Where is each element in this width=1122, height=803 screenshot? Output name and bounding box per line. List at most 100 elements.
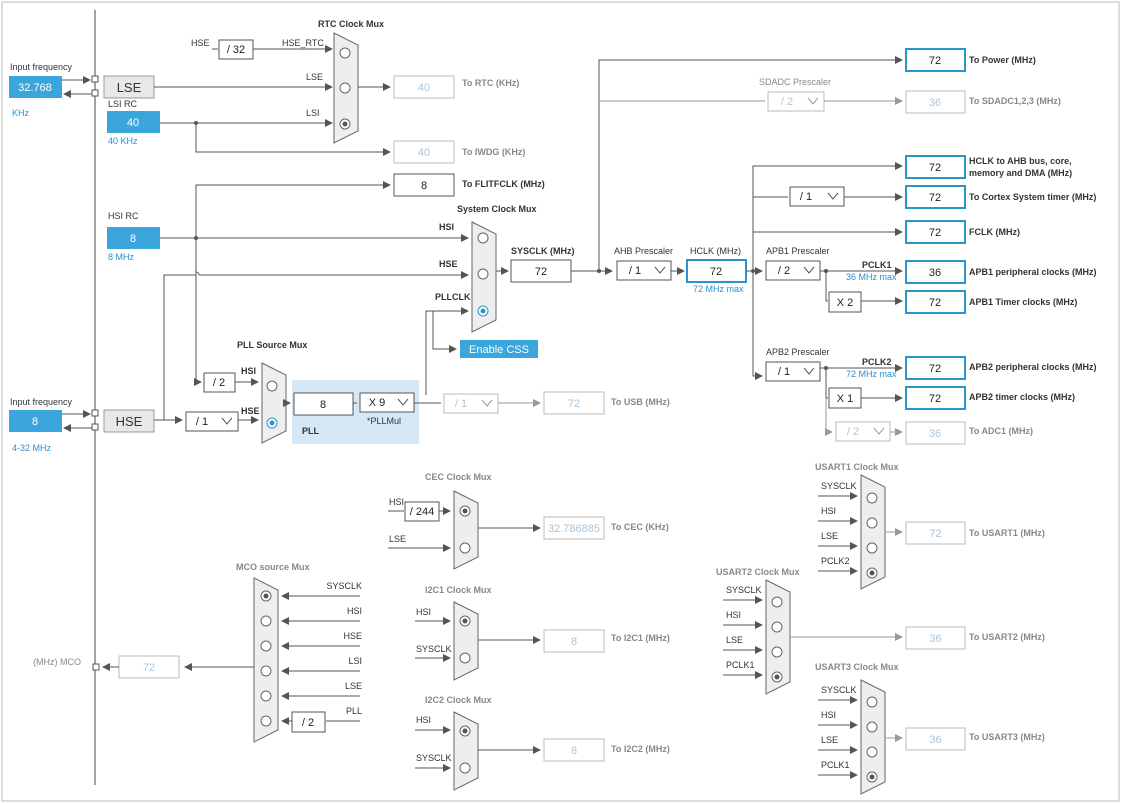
usart3-output-label: To USART3 (MHz) [969, 732, 1045, 742]
pll-label: PLL [302, 426, 320, 436]
usart2-output-box [905, 626, 966, 650]
apb2-timer-value: 72 [929, 393, 941, 405]
sysmux-opt-hse[interactable] [477, 268, 489, 280]
i2c2-output-value: 8 [571, 745, 577, 757]
lsi-sub: 40 KHz [108, 136, 138, 146]
pclk1-label: PCLK1 [862, 260, 892, 270]
mco-input-label: LSE [345, 681, 362, 691]
mco-pll-divider [291, 711, 326, 733]
usart3-input-label: SYSCLK [821, 685, 857, 695]
lse-freq-input[interactable] [9, 76, 62, 98]
mco-opt-pll[interactable] [260, 715, 272, 727]
mco-opt-lse[interactable] [260, 690, 272, 702]
usart2-opt-hsi[interactable] [771, 621, 783, 633]
usart2-opt-sysclk[interactable] [771, 596, 783, 608]
apb1-prescaler[interactable] [765, 260, 821, 281]
apb1-timer-mul-value: X 2 [837, 297, 854, 309]
power-output-box [905, 48, 966, 72]
mco-opt-lsi[interactable] [260, 665, 272, 677]
i2c1-opt-2[interactable] [459, 652, 471, 664]
usart2-input-label: LSE [726, 635, 743, 645]
usart2-opt-lse[interactable] [771, 646, 783, 658]
rtc-mux-opt-lse[interactable] [339, 82, 351, 94]
pllsrc-hse-divider[interactable] [185, 411, 239, 432]
i2c2-in1-label: HSI [416, 715, 431, 725]
hse-oscillator[interactable] [103, 409, 155, 433]
hse-unit: 4-32 MHz [12, 443, 52, 453]
i2c1-output-label: To I2C1 (MHz) [611, 633, 670, 643]
cortex-divider[interactable] [789, 186, 845, 207]
usb-divider[interactable] [443, 393, 499, 414]
usart3-opt-lse[interactable] [866, 746, 878, 758]
pll-source-mux: PLL Source Mux / 2 HSI HSE / 1 [164, 340, 307, 444]
sysclk-label: SYSCLK (MHz) [511, 246, 575, 256]
lsi-name: LSI RC [108, 99, 138, 109]
usart3-input-label: PCLK1 [821, 760, 850, 770]
pll-mul-value: X 9 [369, 397, 386, 409]
usart1-opt-sysclk[interactable] [866, 492, 878, 504]
pllsrc-hse-div-value: / 1 [196, 416, 208, 428]
apb1-prescaler-label: APB1 Prescaler [766, 246, 830, 256]
cortex-output-box [905, 185, 966, 209]
pclk1-max: 36 MHz max [846, 272, 897, 282]
lse-unit: KHz [12, 108, 30, 118]
lse-name: LSE [117, 80, 142, 95]
cec-hsi-label: HSI [389, 497, 404, 507]
usart3-output-value: 36 [929, 734, 941, 746]
rtc-lse-label: LSE [306, 72, 323, 82]
apb2-timer-label: APB2 timer clocks (MHz) [969, 392, 1075, 402]
lsi-source: LSI RC 40 40 KHz [107, 99, 160, 146]
apb1-timer-value: 72 [929, 297, 941, 309]
usart3-opt-sysclk[interactable] [866, 696, 878, 708]
usb-output-label: To USB (MHz) [611, 397, 670, 407]
hclk-max: 72 MHz max [693, 284, 744, 294]
mco-mux-title: MCO source Mux [236, 562, 310, 572]
adc-prescaler[interactable] [835, 421, 891, 442]
rtc-mux-opt-hse[interactable] [339, 47, 351, 59]
sysmux-hse-label: HSE [439, 259, 458, 269]
hse-name: HSE [116, 414, 143, 429]
ahb-prescaler[interactable] [616, 260, 672, 281]
mco-input-label: HSI [347, 606, 362, 616]
sysclk-value: 72 [535, 266, 547, 278]
system-clock-mux: System Clock Mux HSI HSE PLLCLK Enable C… [425, 204, 575, 395]
i2c1-output-box [543, 629, 605, 653]
usart1-opt-hsi[interactable] [866, 517, 878, 529]
pll-block: 8 X 9 *PLLMul PLL [283, 380, 441, 444]
apb1-periph-label: APB1 peripheral clocks (MHz) [969, 267, 1097, 277]
usart2-input-label: HSI [726, 610, 741, 620]
usart3-opt-hsi[interactable] [866, 721, 878, 733]
hclk-ahb-label-1: HCLK to AHB bus, core, [969, 156, 1072, 166]
usart1-opt-lse[interactable] [866, 542, 878, 554]
apb2-prescaler-value: / 1 [778, 366, 790, 378]
enable-css-button[interactable] [460, 340, 538, 358]
apb2-section: APB2 Prescaler / 1 PCLK2 72 MHz max 72 A… [765, 347, 1097, 445]
sdadc-output-box [905, 90, 966, 114]
cec-opt-lse[interactable] [459, 542, 471, 554]
sdadc-prescaler-label: SDADC Prescaler [759, 77, 831, 87]
cortex-output-value: 72 [929, 192, 941, 204]
hsi-source: HSI RC 8 8 MHz [107, 211, 469, 386]
apb2-prescaler[interactable] [765, 361, 821, 382]
i2c2-opt-2[interactable] [459, 762, 471, 774]
rtc-mux-title: RTC Clock Mux [318, 19, 384, 29]
hse-freq-input[interactable] [9, 410, 62, 432]
lsi-value-box [107, 111, 160, 133]
pll-input-box [293, 392, 354, 416]
hclk-ahb-output-value: 72 [929, 162, 941, 174]
sysmux-opt-hsi[interactable] [477, 232, 489, 244]
hse-pin-out [91, 423, 99, 431]
mco-opt-hsi[interactable] [260, 615, 272, 627]
usb-div-value: / 1 [455, 398, 467, 410]
rtc-hse-div-value: / 32 [227, 44, 245, 56]
iwdg-output-value: 40 [418, 147, 430, 159]
pllsrc-shape [261, 362, 287, 444]
flitf-output-label: To FLITFCLK (MHz) [462, 179, 545, 189]
pllsrc-opt-hsi[interactable] [266, 380, 278, 392]
mco-opt-hse[interactable] [260, 640, 272, 652]
usart3-mux-title: USART3 Clock Mux [815, 662, 899, 672]
rtc-lsi-label: LSI [306, 108, 320, 118]
